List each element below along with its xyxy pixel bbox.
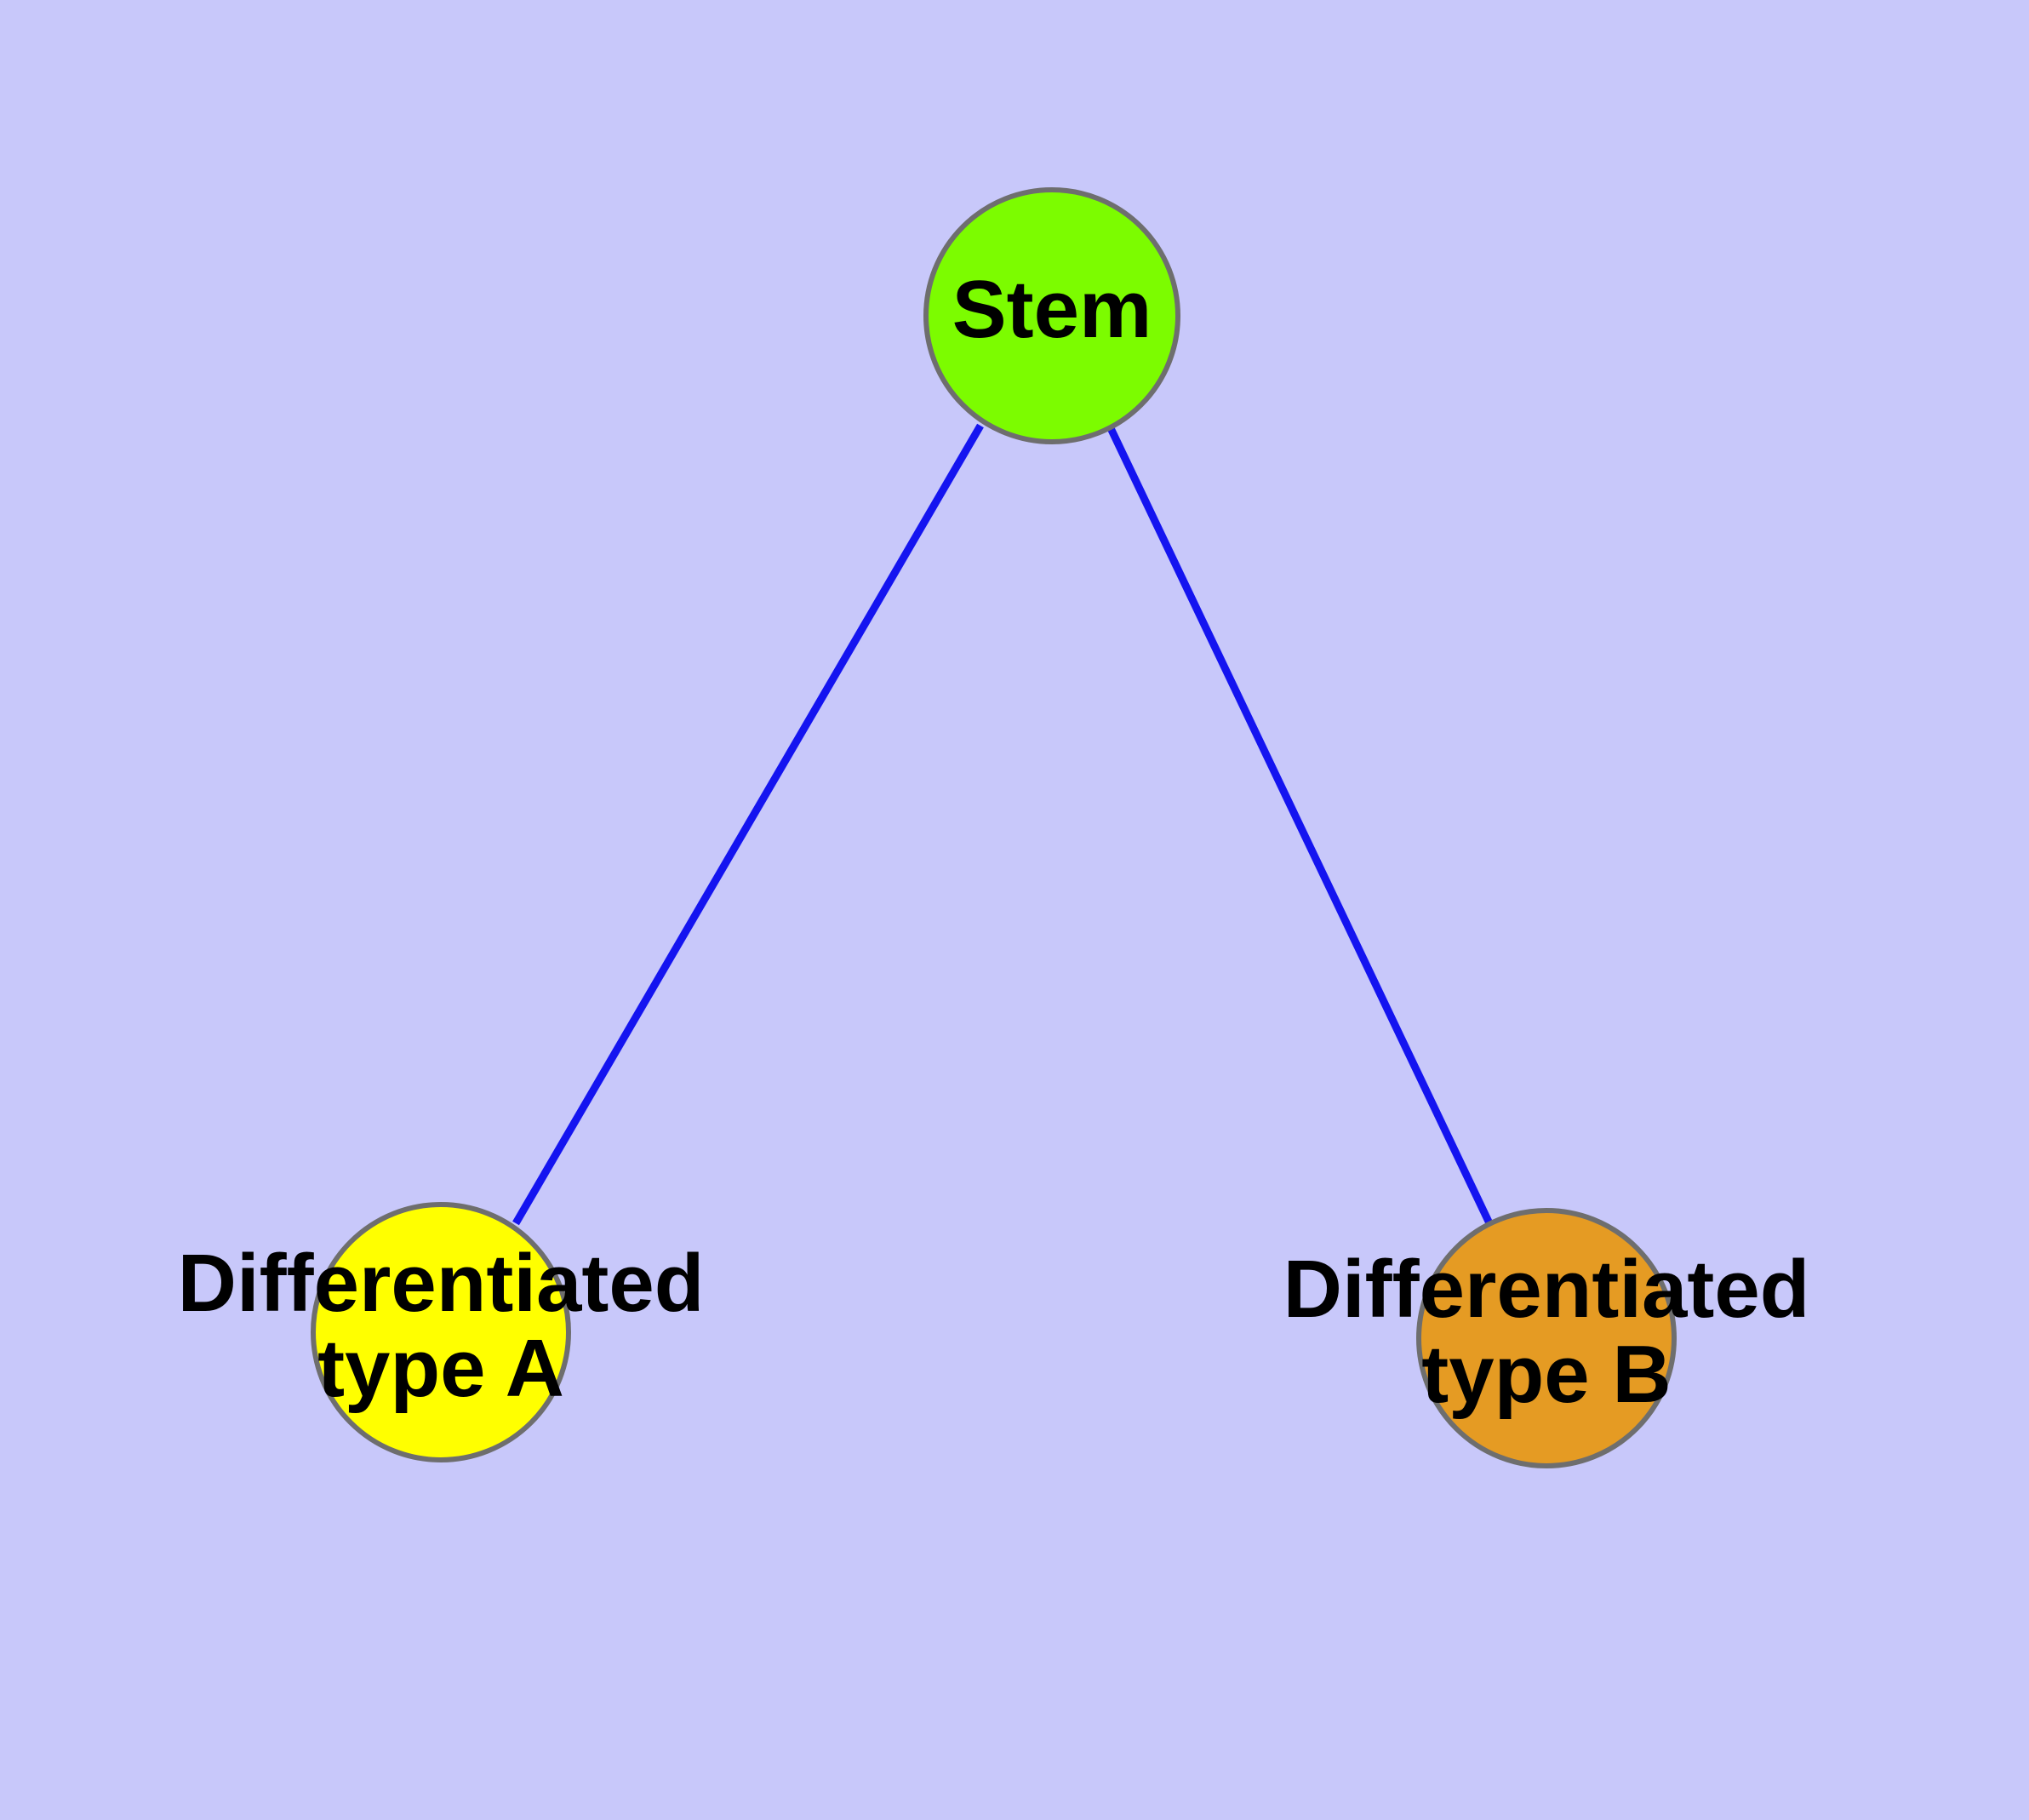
- node-diff-b-circle[interactable]: [1416, 1208, 1677, 1468]
- edge-layer: [512, 423, 1494, 1226]
- edge-stem-to-diff-b[interactable]: [1106, 426, 1494, 1225]
- edge-stem-to-diff-a[interactable]: [512, 423, 984, 1226]
- node-stem-circle[interactable]: [923, 187, 1180, 444]
- node-diff-a-circle[interactable]: [311, 1202, 571, 1462]
- node-stem-label: Stem: [952, 264, 1152, 355]
- node-stem[interactable]: Stem: [923, 187, 1180, 444]
